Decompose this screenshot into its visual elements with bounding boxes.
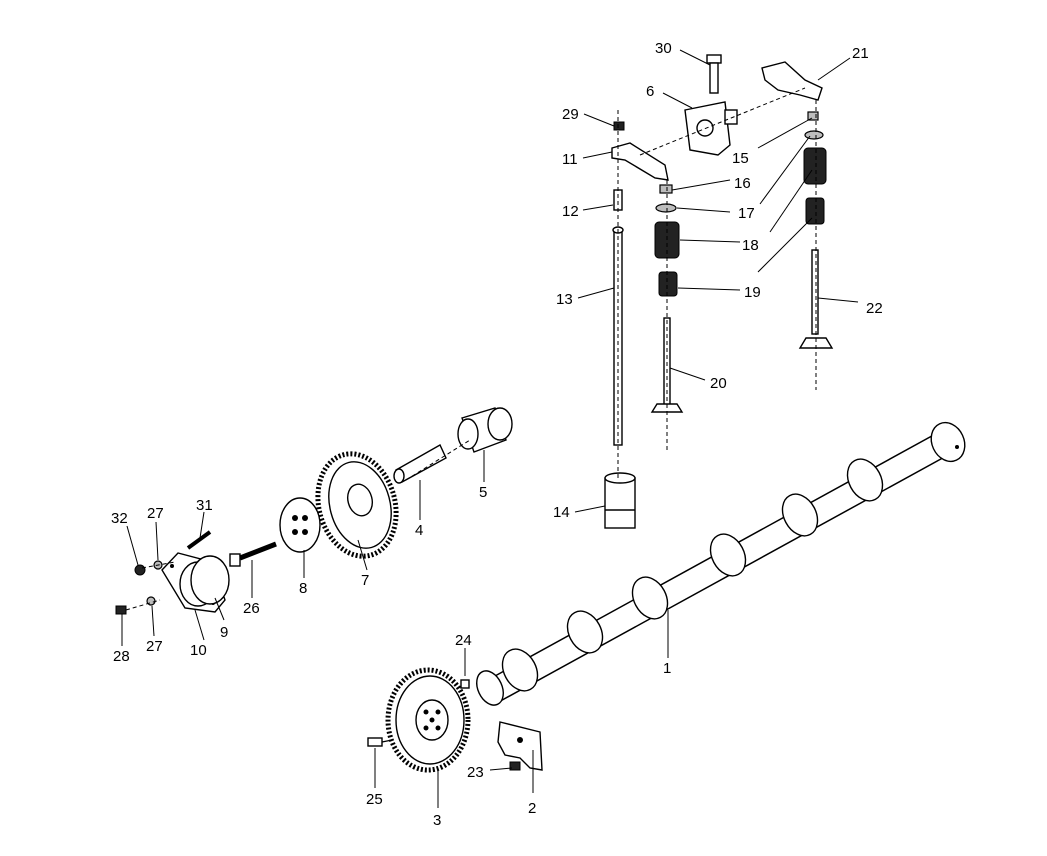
callout-30: 30 [655, 40, 672, 57]
callout-13: 13 [556, 291, 573, 308]
callout-21: 21 [852, 45, 869, 62]
callout-25: 25 [366, 791, 383, 808]
inner-spring-right [805, 197, 825, 225]
adjusting-screw [613, 189, 623, 211]
callout-23: 23 [467, 764, 484, 781]
callout-11: 11 [562, 151, 578, 168]
callout-9: 9 [220, 624, 228, 641]
callout-12: 12 [562, 203, 579, 220]
callout-18: 18 [742, 237, 759, 254]
callout-27-upper: 27 [147, 505, 164, 522]
callout-3: 3 [433, 812, 441, 829]
screw-28 [115, 605, 127, 615]
inner-spring-19 [658, 271, 678, 297]
callout-6: 6 [646, 83, 654, 100]
screw-23 [509, 761, 521, 771]
rocker-arm-21 [761, 61, 823, 101]
callout-17: 17 [738, 205, 755, 222]
alignment-axes [125, 87, 817, 611]
callout-7: 7 [361, 572, 369, 589]
key-24 [460, 679, 470, 689]
bolt-30 [706, 54, 722, 94]
bushing [457, 407, 513, 453]
gasket [190, 555, 230, 605]
hub-plate [279, 497, 321, 553]
outer-spring-right [803, 147, 827, 185]
callout-29: 29 [562, 106, 579, 123]
callout-32: 32 [111, 510, 128, 527]
idler-gear [315, 451, 399, 559]
rocker-arm-11 [611, 142, 669, 181]
callout-4: 4 [415, 522, 423, 539]
nut-32 [134, 564, 146, 576]
lock-nut-29 [613, 121, 625, 131]
bolt-25 [367, 737, 393, 747]
idler-shaft [393, 444, 447, 484]
stud-31 [186, 530, 212, 550]
callout-14: 14 [553, 504, 570, 521]
valve-22 [798, 249, 834, 349]
callout-10: 10 [190, 642, 207, 659]
callout-2: 2 [528, 800, 536, 817]
callout-8: 8 [299, 580, 307, 597]
cap-15 [807, 111, 819, 121]
callout-27-lower: 27 [146, 638, 163, 655]
camshaft-gear [385, 667, 471, 773]
leader-lines [121, 49, 859, 808]
retainer-right [804, 130, 824, 140]
callout-26: 26 [243, 600, 260, 617]
spring-retainer-17 [655, 203, 677, 213]
rocker-support [684, 101, 738, 156]
callout-19: 19 [744, 284, 761, 301]
callout-22: 22 [866, 300, 883, 317]
camshaft [476, 421, 966, 706]
callout-5: 5 [479, 484, 487, 501]
callout-31: 31 [196, 497, 213, 514]
bolt-26 [229, 541, 277, 567]
callout-labels: 1 2 3 4 5 6 7 8 9 10 11 12 13 14 15 16 1… [111, 40, 883, 829]
thrust-plate [497, 721, 543, 771]
callout-24: 24 [455, 632, 472, 649]
callout-28: 28 [113, 648, 130, 665]
callout-15: 15 [732, 150, 749, 167]
callout-16: 16 [734, 175, 751, 192]
valve-keeper-16 [659, 184, 673, 194]
callout-1: 1 [663, 660, 671, 677]
tappet [604, 472, 636, 529]
callout-20: 20 [710, 375, 727, 392]
